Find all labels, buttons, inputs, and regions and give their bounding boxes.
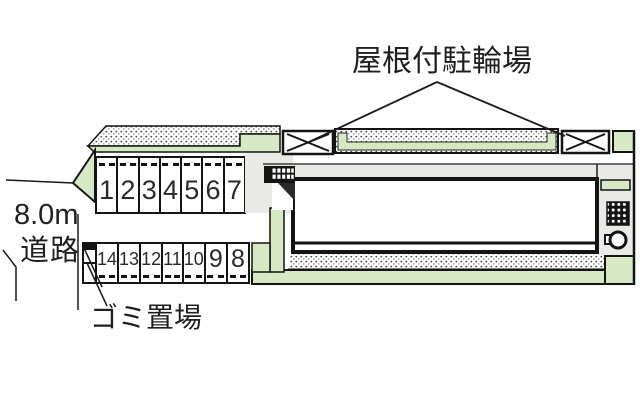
east-service-strip [597, 164, 634, 258]
garbage-box-lid [84, 244, 95, 250]
main-building-outline [291, 177, 599, 254]
manhole-tab [604, 234, 613, 245]
parking-stall: 8 [228, 244, 248, 282]
entrance-landing [272, 182, 293, 210]
bicycle-shed-east-icon [560, 129, 611, 155]
parking-stall: 6 [203, 158, 225, 212]
parking-stall: 1 [97, 158, 119, 212]
west-planting-foot [251, 242, 271, 273]
parking-stall: 12 [141, 244, 164, 282]
parking-stall: 3 [140, 158, 161, 212]
entrance-ramp-wedge [278, 183, 295, 201]
drain-grate-icon [606, 201, 630, 226]
road-width-label: 8.0m [14, 199, 79, 231]
parking-stall: 13 [119, 244, 142, 282]
north-walkway [263, 164, 634, 179]
entrance-approach-pavement [245, 153, 293, 213]
road-edge-mark [2, 249, 17, 301]
parking-row-top: 1 2 3 4 5 6 7 [95, 156, 246, 214]
southeast-planting-corner [604, 255, 635, 285]
east-planting-bar [600, 179, 631, 191]
carport-canopy-gravel [86, 125, 281, 147]
parking-stall: 2 [118, 158, 140, 212]
parking-stall: 9 [206, 244, 228, 282]
road-label: 道路 [20, 235, 81, 267]
west-corner-planting-triangle [71, 146, 96, 205]
south-planting-band [251, 269, 635, 285]
bicycle-shed-west-icon [281, 129, 335, 156]
parking-row-bottom: 14 13 12 11 10 9 8 [82, 242, 250, 284]
parking-stall: 14 [97, 244, 120, 282]
garbage-box-divider [84, 262, 95, 264]
parking-stall: 7 [225, 158, 244, 212]
south-gravel-band [290, 254, 608, 270]
parking-stall: 5 [182, 158, 204, 212]
road-boundary-leader [5, 179, 74, 184]
bicycle-label-leader-west [308, 81, 438, 143]
garbage-area-label: ゴミ置場 [90, 302, 203, 333]
north-gravel-band [334, 128, 559, 154]
parking-stall: 11 [163, 244, 184, 282]
north-planting-strip [337, 132, 557, 151]
parking-stall: 4 [161, 158, 183, 212]
garbage-area-box [84, 244, 97, 282]
west-planting-arm [269, 207, 285, 273]
manhole-circle-icon [608, 230, 628, 250]
bicycle-label-leader-east [436, 81, 566, 137]
covered-bicycle-parking-label: 屋根付駐輪場 [352, 45, 532, 78]
parking-stall: 10 [184, 244, 206, 282]
northeast-planting-square [612, 130, 635, 153]
carport-planting-strip [86, 133, 281, 153]
entrance-stairs-grid [264, 166, 295, 183]
